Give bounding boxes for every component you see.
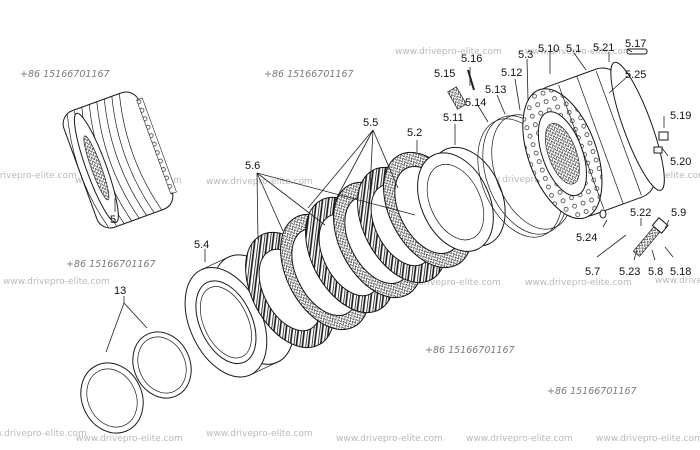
- label-part-5-22: 5.22: [630, 207, 651, 219]
- watermark-phone: +86 15166701167: [264, 69, 354, 80]
- watermark-site: www.drivepro-elite.com: [478, 175, 585, 185]
- label-part-5-3: 5.3: [518, 49, 533, 61]
- watermark-site: www.drivepro-elite.com: [596, 434, 700, 444]
- label-part-5-5: 5.5: [363, 117, 378, 129]
- watermark-phone: +86 15166701167: [66, 259, 156, 270]
- watermark-site: www.drivepro-elite.com: [76, 434, 183, 444]
- label-part-5-12: 5.12: [501, 67, 522, 79]
- watermark-site: www.drivepro-elite.com: [466, 434, 573, 444]
- label-part-5-21: 5.21: [593, 42, 614, 54]
- part-5-24-clip: [599, 209, 607, 219]
- watermark-site: www.drivepro-elite.com: [206, 177, 313, 187]
- watermark-site: www.drivepro-elite.com: [3, 277, 110, 287]
- watermark-phone: +86 15166701167: [20, 69, 110, 80]
- part-5-drum: [62, 91, 177, 229]
- part-5-22-valve: [632, 217, 669, 257]
- label-part-5-2: 5.2: [407, 127, 422, 139]
- label-part-13: 13: [114, 285, 126, 297]
- watermark-site: www.drivepro-elite.com: [0, 429, 87, 439]
- label-part-5-14: 5.14: [465, 97, 486, 109]
- label-part-5: 5: [110, 214, 116, 226]
- label-part-5-15: 5.15: [434, 68, 455, 80]
- watermark-site: www.drivepro-elite.com: [525, 278, 632, 288]
- label-part-5-7: 5.7: [585, 266, 600, 278]
- label-part-5-19: 5.19: [670, 110, 691, 122]
- label-part-5-11: 5.11: [443, 112, 464, 124]
- label-part-5-1: 5.1: [566, 43, 581, 55]
- watermark-site: www.drivepro-elite.com: [655, 276, 700, 286]
- label-part-5-9: 5.9: [671, 207, 686, 219]
- part-5-1-housing: [522, 61, 665, 220]
- label-part-5-10: 5.10: [538, 43, 559, 55]
- watermark-site: www.drivepro-elite.com: [394, 278, 501, 288]
- watermark-site: www.drivepro-elite.com: [395, 47, 502, 57]
- label-part-5-16: 5.16: [461, 53, 482, 65]
- label-part-5-25: 5.25: [625, 69, 646, 81]
- watermark-site: www.drivepro-elite.com: [525, 47, 632, 57]
- watermark-phone: +86 15166701167: [425, 345, 515, 356]
- part-5-20-plug: [653, 146, 663, 154]
- label-part-5-4: 5.4: [194, 239, 209, 251]
- label-part-5-6: 5.6: [245, 160, 260, 172]
- label-part-5-20: 5.20: [670, 156, 691, 168]
- label-part-5-24: 5.24: [576, 232, 597, 244]
- label-part-5-17: 5.17: [625, 38, 646, 50]
- watermark-site: www.drivepro-elite.com: [206, 429, 313, 439]
- part-labels: 5 13 5.4 5.6 5.5 5.2 5.11 5.14 5.13 5.12…: [110, 38, 691, 297]
- part-5-17-bolt: [626, 48, 648, 55]
- part-5-15-spring: [447, 86, 467, 110]
- label-part-5-18: 5.18: [670, 266, 691, 278]
- part-5-19-plug: [658, 131, 669, 141]
- leader-lines: [105, 48, 674, 353]
- watermark-site: www.drivepro-elite.com: [0, 171, 77, 181]
- label-part-5-23: 5.23: [619, 266, 640, 278]
- label-part-5-8: 5.8: [648, 266, 663, 278]
- watermark-phone: +86 15166701167: [547, 386, 637, 397]
- part-5-2-ring: [417, 146, 506, 252]
- part-5-16-pin: [467, 69, 475, 91]
- watermark-site: www.drivepro-elite.com: [336, 434, 443, 444]
- label-part-5-13: 5.13: [485, 84, 506, 96]
- part-13-rings: [80, 331, 192, 434]
